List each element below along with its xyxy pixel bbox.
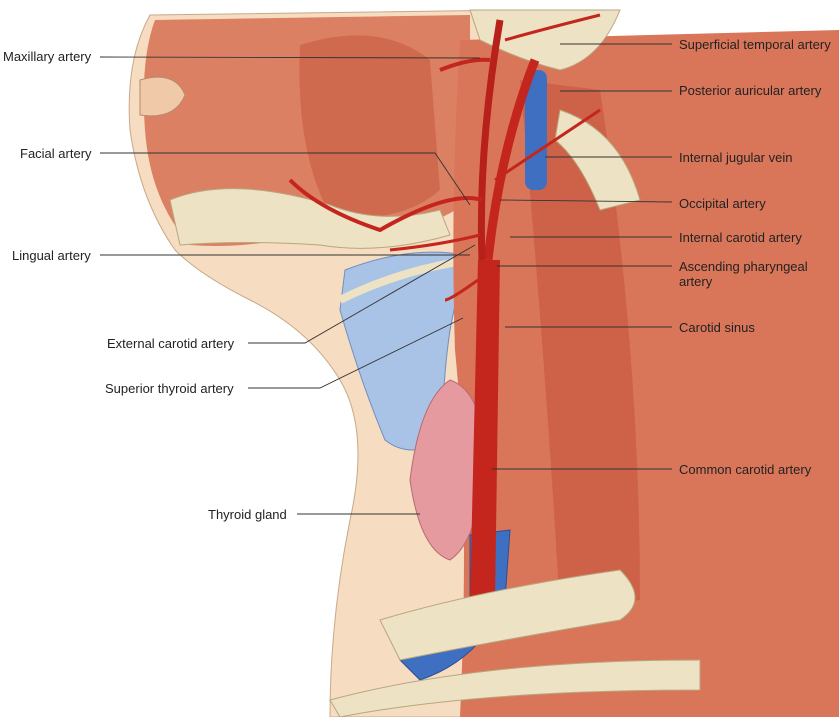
sternocleidomastoid [520,80,640,610]
label-thyroid-gland: Thyroid gland [208,507,287,522]
leader-superior-thyroid [248,317,464,389]
leader-external-carotid [248,244,476,344]
first-rib [329,659,701,717]
label-lingual-artery: Lingual artery [12,248,91,263]
leader-maxillary [99,56,481,59]
internal-carotid-artery [483,58,540,261]
maxillary-artery-vessel [439,57,491,72]
label-occipital-artery: Occipital artery [679,196,766,211]
label-external-carotid-artery: External carotid artery [107,336,235,351]
label-posterior-auricular-artery: Posterior auricular artery [679,83,822,98]
superior-thyroid-artery-vessel [444,278,479,302]
label-ascending-pharyngeal-artery-line2: artery [679,274,713,289]
lingual-artery-vessel [389,233,481,252]
mandible [169,188,451,249]
leader-lines [99,43,673,515]
label-superior-thyroid-artery: Superior thyroid artery [105,381,234,396]
label-internal-jugular-vein: Internal jugular vein [679,150,793,165]
occipital-artery-vessel [494,108,601,182]
label-carotid-sinus: Carotid sinus [679,320,755,335]
leader-occipital [499,199,673,203]
cervical-vertebrae [554,109,641,211]
clavicle [379,569,636,661]
superficial-temporal-artery-vessel [504,13,601,42]
masseter-muscle [299,35,440,218]
label-maxillary-artery: Maxillary artery [3,49,92,64]
label-superficial-temporal-artery: Superficial temporal artery [679,37,831,52]
label-common-carotid-artery: Common carotid artery [679,462,812,477]
facial-artery-vessel [288,178,483,233]
leader-facial [100,152,471,206]
label-ascending-pharyngeal-artery-line1: Ascending pharyngeal [679,259,808,274]
label-facial-artery: Facial artery [20,146,92,161]
lips [139,76,186,117]
common-carotid-artery [470,260,500,600]
label-internal-carotid-artery: Internal carotid artery [679,230,802,245]
internal-jugular-vein [525,70,547,190]
external-carotid-artery [477,19,504,261]
